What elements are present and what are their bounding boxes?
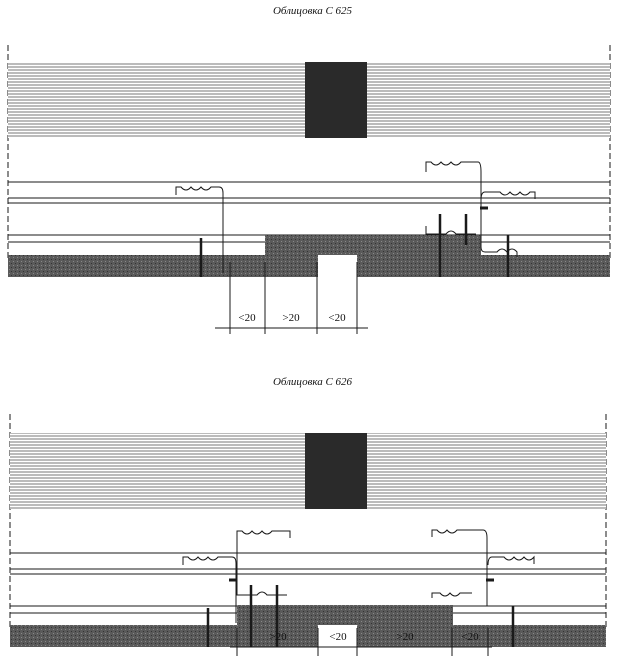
dimension-line-c626: [230, 628, 492, 656]
dimension-label: <20: [238, 312, 256, 324]
profile-left: [175, 186, 224, 273]
dimension-label: >20: [269, 631, 287, 643]
dimension-label: <20: [329, 631, 347, 643]
dark-block: [305, 62, 367, 138]
dimension-line-c625: [215, 262, 368, 334]
dimension-label: <20: [461, 631, 479, 643]
dimension-label: >20: [396, 631, 414, 643]
base-gap: [318, 255, 357, 278]
base-layer: [10, 625, 606, 647]
dimension-label: <20: [328, 312, 346, 324]
base-layer: [8, 255, 610, 277]
raised-plate: [237, 605, 453, 625]
drawing-title-c626: Облицовка С 626: [272, 376, 353, 388]
drawing-c626: [9, 414, 607, 656]
drawing-c625: [7, 45, 611, 334]
drawing-title-c625: Облицовка С 625: [272, 5, 353, 17]
dimension-label: >20: [282, 312, 300, 324]
dark-block: [305, 433, 367, 509]
raised-plate: [265, 235, 481, 255]
base-gap: [318, 625, 357, 647]
